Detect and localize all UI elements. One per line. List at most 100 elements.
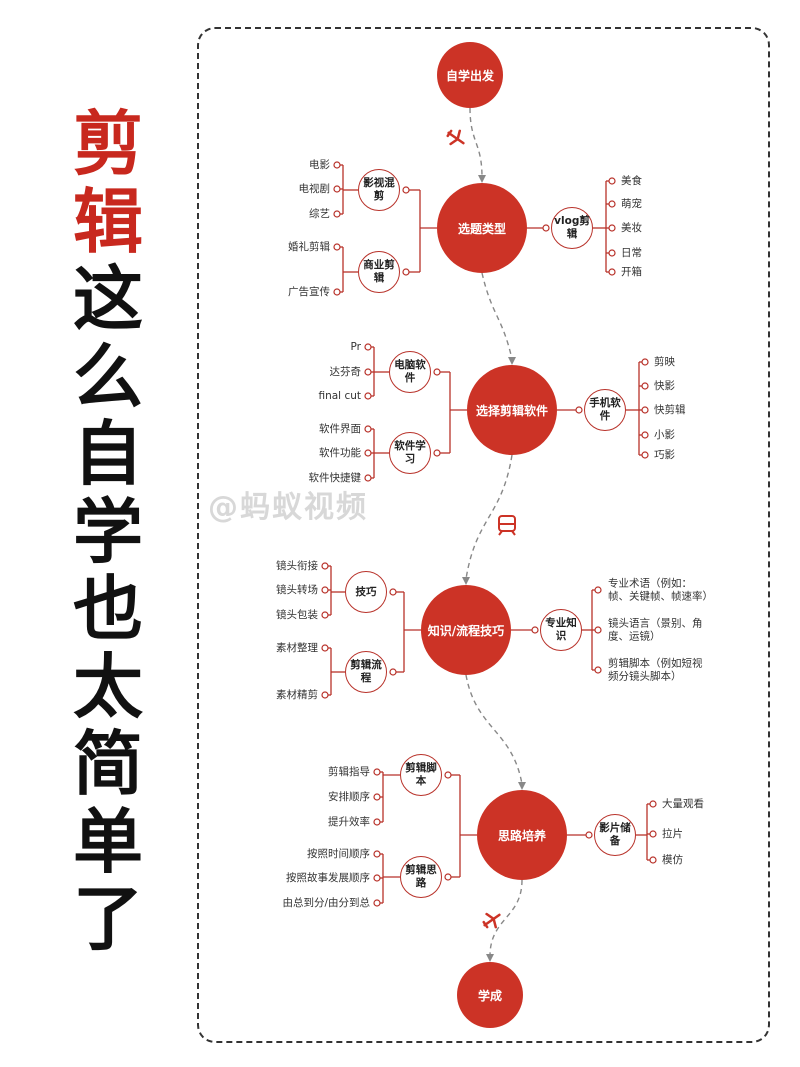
sub-node: 软件学习 [389, 432, 431, 474]
node-dot [364, 474, 372, 482]
leaf-item: 广告宣传 [288, 286, 330, 298]
leaf-item: 提升效率 [328, 816, 370, 828]
node-dot [531, 626, 539, 634]
flow-arrow [489, 879, 523, 957]
leaf-item: 软件功能 [319, 447, 361, 459]
node-dot [575, 406, 583, 414]
flow-arrow [469, 107, 483, 178]
node-dot [321, 586, 329, 594]
node-dot [373, 768, 381, 776]
node-dot [321, 611, 329, 619]
sub-node: 专业知识 [540, 609, 582, 651]
node-dot [373, 899, 381, 907]
node-dot [333, 161, 341, 169]
stage-node: 选题类型 [437, 183, 527, 273]
leaf-item: 按照时间顺序 [307, 848, 370, 860]
leaf-item: 剪辑脚本（例如短视频分镜头脚本） [608, 657, 703, 683]
node-dot [364, 392, 372, 400]
node-dot [444, 873, 452, 881]
node-dot [444, 771, 452, 779]
node-dot [433, 449, 441, 457]
sub-node: 商业剪辑 [358, 251, 400, 293]
leaf-item: 美妆 [621, 222, 642, 234]
leaf-item: 安排顺序 [328, 791, 370, 803]
sub-node: 剪辑思路 [400, 856, 442, 898]
leaf-item: 拉片 [662, 828, 683, 840]
node-dot [373, 874, 381, 882]
leaf-item: 大量观看 [662, 798, 704, 810]
leaf-item: 素材整理 [276, 642, 318, 654]
leaf-item: 镜头衔接 [276, 560, 318, 572]
node-dot [373, 818, 381, 826]
leaf-item: 日常 [621, 247, 642, 259]
node-dot [364, 368, 372, 376]
node-dot [364, 343, 372, 351]
leaf-item: 美食 [621, 175, 642, 187]
node-dot [389, 588, 397, 596]
node-dot [608, 177, 616, 185]
node-dot [402, 268, 410, 276]
node-dot [594, 586, 602, 594]
node-dot [649, 830, 657, 838]
flow-arrow [465, 454, 513, 580]
watermark: @蚂蚁视频 [208, 490, 368, 525]
arrow-head [508, 357, 516, 365]
leaf-item: 按照故事发展顺序 [286, 872, 370, 884]
title-char: 了 [73, 878, 143, 960]
node-dot [641, 382, 649, 390]
node-dot [641, 451, 649, 459]
node-dot [373, 793, 381, 801]
node-dot [321, 562, 329, 570]
node-dot [433, 368, 441, 376]
sub-node: 剪辑流程 [345, 651, 387, 693]
end-node: 学成 [457, 962, 523, 1028]
node-dot [641, 431, 649, 439]
leaf-item: 快剪辑 [654, 404, 686, 416]
sub-node: 剪辑脚本 [400, 754, 442, 796]
node-dot [608, 224, 616, 232]
title-char: 这 [73, 258, 143, 340]
leaf-item: 由总到分/由分到总 [282, 897, 370, 909]
vertical-title: 剪辑这么自学也太简单了 [58, 103, 158, 960]
node-dot [594, 666, 602, 674]
title-char: 么 [73, 335, 143, 418]
stage-node: 知识/流程技巧 [421, 585, 511, 675]
dashed-frame [197, 27, 770, 1043]
sub-node: 电脑软件 [389, 351, 431, 393]
node-dot [594, 626, 602, 634]
leaf-item: 模仿 [662, 854, 683, 866]
node-dot [333, 243, 341, 251]
node-dot [321, 691, 329, 699]
leaf-item: 镜头包装 [276, 609, 318, 621]
sub-node: vlog剪辑 [551, 207, 593, 249]
flow-arrow [481, 272, 513, 360]
node-dot [641, 406, 649, 414]
stage-node: 思路培养 [477, 790, 567, 880]
arrow-head [462, 577, 470, 585]
leaf-item: final cut [318, 390, 361, 402]
node-dot [321, 644, 329, 652]
node-dot [649, 856, 657, 864]
start-node: 自学出发 [437, 42, 503, 108]
title-char: 太 [73, 645, 143, 728]
title-char-highlight: 剪 [73, 103, 143, 185]
leaf-item: 镜头语言（景别、角度、运镜） [608, 617, 703, 643]
node-dot [333, 185, 341, 193]
title-char: 学 [73, 490, 143, 573]
title-char: 自 [73, 413, 143, 495]
node-dot [333, 210, 341, 218]
node-dot [364, 425, 372, 433]
title-char: 简 [73, 723, 143, 805]
node-dot [649, 800, 657, 808]
leaf-item: 快影 [654, 380, 675, 392]
node-dot [608, 268, 616, 276]
node-dot [333, 288, 341, 296]
leaf-item: 素材精剪 [276, 689, 318, 701]
leaf-item: 镜头转场 [276, 584, 318, 596]
node-dot [389, 668, 397, 676]
sub-node: 技巧 [345, 571, 387, 613]
flow-arrow [465, 674, 523, 785]
sub-node: 手机软件 [584, 389, 626, 431]
title-char-highlight: 辑 [73, 180, 143, 263]
